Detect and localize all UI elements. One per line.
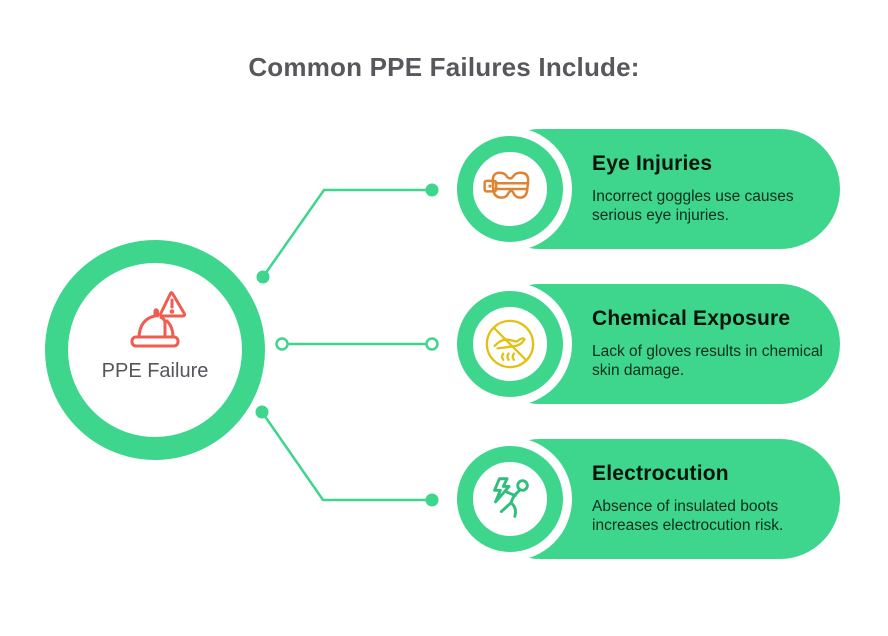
item-text: Chemical Exposure Lack of gloves results…: [592, 284, 834, 404]
central-node-label: PPE Failure: [101, 360, 209, 382]
connector-bottom-start-dot: [255, 405, 269, 419]
connector-middle-start-ring: [275, 337, 289, 351]
no-touch-hand-icon: [485, 319, 535, 369]
connector-bottom: [260, 411, 432, 502]
item-icon-circle: [457, 136, 563, 242]
item-title: Electrocution: [592, 462, 729, 485]
item-icon-circle: [457, 446, 563, 552]
item-icon-circle: [457, 291, 563, 397]
falling-person-shock-icon: [493, 477, 529, 518]
item-description: Incorrect goggles use causes serious eye…: [592, 188, 794, 224]
safety-goggles-icon: [483, 171, 530, 199]
connector-top-end-dot: [425, 183, 439, 197]
connector-bottom-end-dot: [425, 493, 439, 507]
connector-top: [261, 188, 432, 278]
item-title: Eye Injuries: [592, 152, 713, 175]
item-text: Eye Injuries Incorrect goggles use cause…: [592, 129, 834, 249]
item-row-electrocution: Electrocution Absence of insulated boots…: [0, 439, 888, 559]
hardhat-warning-icon: [130, 291, 187, 348]
item-row-eye-injuries: Eye Injuries Incorrect goggles use cause…: [0, 129, 888, 249]
item-text: Electrocution Absence of insulated boots…: [592, 439, 834, 559]
page-title: Common PPE Failures Include:: [248, 52, 640, 82]
central-node: PPE Failure: [45, 240, 265, 460]
connector-top-start-dot: [256, 270, 270, 284]
connector-middle-end-ring: [425, 337, 439, 351]
item-description: Lack of gloves results in chemical skin …: [592, 343, 823, 379]
item-description: Absence of insulated boots increases ele…: [592, 498, 784, 534]
item-title: Chemical Exposure: [592, 307, 791, 330]
item-row-chemical-exposure: Chemical Exposure Lack of gloves results…: [0, 284, 888, 404]
